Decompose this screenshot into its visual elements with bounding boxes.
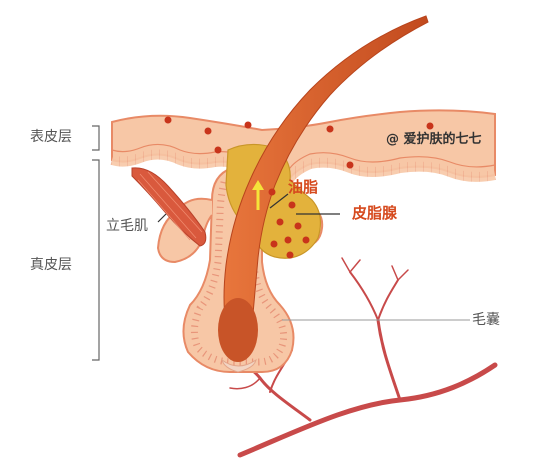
leader-lines <box>157 193 340 223</box>
gland-dots <box>268 188 310 259</box>
epidermis-label: 表皮层 <box>30 129 72 145</box>
upward-arrow-icon <box>252 180 264 210</box>
dermis-label: 真皮层 <box>30 257 72 273</box>
hair-bulb <box>218 298 258 362</box>
hair-shaft <box>223 15 429 346</box>
epidermis-dots <box>164 116 434 169</box>
arrector-pili-label: 立毛肌 <box>106 218 148 234</box>
hair-follicle-label: 毛囊 <box>472 312 500 328</box>
watermark: @ 爱护肤的七七 <box>386 132 482 147</box>
sebaceous-gland-label: 皮脂腺 <box>352 204 398 222</box>
sebum-label: 油脂 <box>288 178 319 196</box>
layer-brackets <box>92 125 100 361</box>
